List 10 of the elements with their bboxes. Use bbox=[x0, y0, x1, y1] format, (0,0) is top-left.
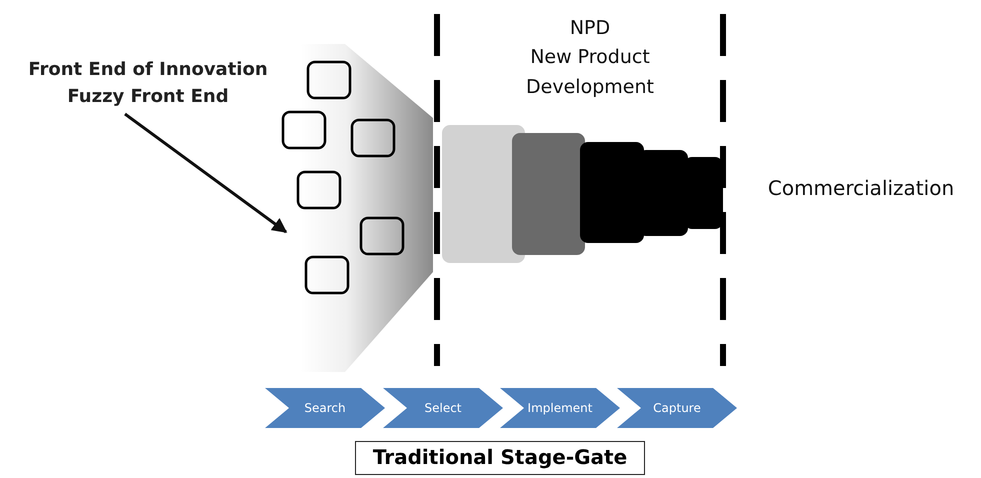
step-label: Implement bbox=[528, 401, 592, 415]
step-label: Search bbox=[304, 401, 346, 415]
phase-heading: NPD bbox=[568, 16, 612, 41]
stage-gate-title: Traditional Stage-Gate bbox=[355, 441, 645, 475]
stage-label: Commercialization bbox=[766, 175, 956, 202]
phase-heading: New Product Development bbox=[525, 45, 655, 100]
front-end-title: Front End of Innovation Fuzzy Front End bbox=[2, 56, 294, 114]
step-label: Select bbox=[424, 401, 462, 415]
arrow bbox=[124, 112, 288, 234]
step-label: Capture bbox=[653, 401, 701, 415]
